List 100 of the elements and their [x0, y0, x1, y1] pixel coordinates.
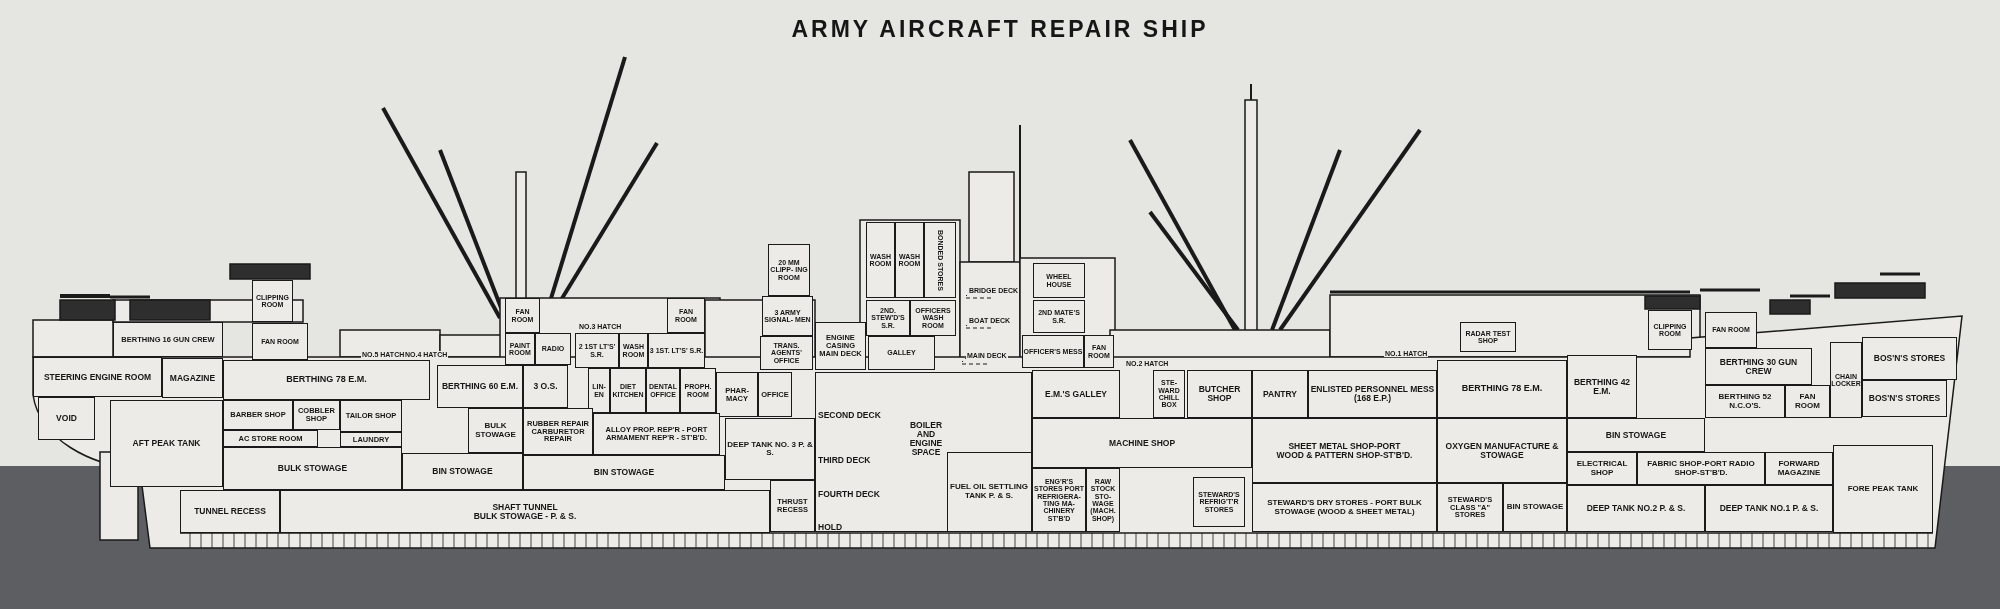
compartment — [680, 368, 716, 413]
compartment — [1765, 452, 1833, 485]
compartment — [162, 358, 223, 398]
compartment — [1833, 445, 1933, 533]
compartment — [648, 333, 705, 368]
compartment — [910, 300, 956, 336]
compartment-label: BUTCHER SHOP — [1197, 385, 1242, 403]
compartment-label: E.M.'S GALLEY — [1045, 389, 1107, 399]
compartment — [1567, 485, 1705, 532]
compartment-label: THIRD DECK — [818, 456, 871, 465]
compartment — [1032, 370, 1120, 418]
compartment — [535, 333, 571, 365]
compartment — [1705, 385, 1785, 418]
compartment — [402, 453, 523, 490]
compartment — [113, 322, 223, 357]
compartment-label: BOS'N'S STORES — [1868, 394, 1941, 403]
compartment-label: ELECTRICAL SHOP — [1575, 460, 1629, 477]
compartment — [815, 372, 1032, 532]
compartment — [505, 333, 535, 365]
compartment — [946, 451, 1032, 532]
compartment-label: BOILER AND ENGINE SPACE — [908, 421, 944, 457]
compartment — [1033, 263, 1085, 298]
compartment — [1252, 418, 1437, 483]
compartment — [1032, 468, 1086, 532]
compartment-label: DEEP TANK NO. 3 P. & S. — [726, 440, 814, 458]
compartment-label: FORWARD MAGAZINE — [1776, 460, 1822, 477]
compartment-label: FABRIC SHOP-PORT RADIO SHOP-ST'B'D. — [1646, 460, 1756, 477]
compartment — [868, 336, 935, 370]
compartment-label: BOS'N'S STORES — [1873, 354, 1946, 363]
compartment — [1503, 483, 1567, 532]
compartment-label: BULK STOWAGE - P. & S. — [473, 511, 577, 521]
compartment-label: MAGAZINE — [169, 373, 216, 383]
compartment — [523, 365, 568, 408]
compartment — [1648, 310, 1692, 350]
compartment — [1437, 418, 1567, 483]
compartment-label: BIN STOWAGE — [593, 468, 655, 477]
compartment-label: BERTHING 60 E.M. — [441, 382, 518, 391]
compartment-label: BERTHING 78 E.M. — [1461, 384, 1543, 394]
compartment — [1830, 342, 1862, 418]
compartment — [866, 222, 895, 298]
compartment — [895, 222, 924, 298]
compartment — [768, 244, 810, 296]
compartment — [575, 333, 619, 368]
compartment — [437, 365, 523, 408]
compartment — [223, 360, 430, 400]
compartment — [588, 368, 610, 413]
compartment — [38, 397, 95, 440]
compartment — [1862, 337, 1957, 380]
compartment — [1460, 322, 1516, 352]
compartment — [760, 336, 813, 370]
compartment — [523, 408, 593, 455]
compartment — [1022, 335, 1084, 368]
compartment — [610, 368, 646, 413]
compartment — [280, 490, 770, 533]
compartment — [523, 455, 725, 490]
compartment — [505, 298, 540, 333]
compartment — [110, 400, 223, 487]
compartment-label: ENLISTED PERSONNEL MESS (168 E.P.) — [1309, 385, 1436, 403]
compartment — [293, 400, 340, 430]
compartment — [1637, 452, 1765, 485]
compartment-label: STEERING ENGINE ROOM — [43, 372, 152, 382]
compartment — [1437, 483, 1503, 532]
compartment-label: STEWARD'S DRY STORES - PORT BULK STOWAGE (WOOD & SHEET METAL) — [1266, 499, 1423, 516]
compartment — [180, 490, 280, 533]
compartment-label: PANTRY — [1263, 389, 1297, 399]
compartment — [866, 300, 910, 336]
compartment-label: AFT PEAK TANK — [132, 439, 201, 448]
compartment — [725, 418, 815, 480]
compartment — [223, 447, 402, 490]
compartment — [1862, 380, 1947, 417]
compartment-label: FUEL OIL SETTLING TANK P. & S. — [949, 483, 1029, 500]
compartment-label: FAN ROOM — [1794, 393, 1821, 410]
compartment-label: BULK STOWAGE — [277, 464, 348, 473]
compartment — [1084, 335, 1114, 368]
compartment — [1567, 355, 1637, 418]
compartment — [1785, 385, 1830, 418]
compartment — [1567, 418, 1705, 452]
compartment — [924, 222, 956, 298]
compartment — [1308, 370, 1437, 418]
compartment — [340, 400, 402, 432]
compartment-label: SECOND DECK — [818, 411, 881, 420]
compartment-label: 3 O.S. — [533, 382, 558, 391]
compartment-label: BERTHING 30 GUN CREW — [1718, 357, 1799, 376]
compartment-label: FORE PEAK TANK — [1847, 484, 1919, 494]
compartment-label: BERTHING 52 N.C.O'S. — [1717, 393, 1773, 410]
compartment-label: SHEET METAL SHOP-PORT — [1288, 441, 1401, 451]
compartment — [593, 413, 720, 455]
compartment — [758, 372, 792, 417]
compartment — [646, 368, 680, 413]
compartment-label: DEEP TANK NO.2 P. & S. — [1586, 504, 1686, 513]
compartment — [33, 357, 162, 397]
compartment — [252, 323, 308, 360]
compartment-label: TUNNEL RECESS — [194, 507, 266, 516]
compartment — [667, 298, 705, 333]
compartment-label: BULK STOWAGE — [474, 422, 517, 439]
compartment-label: DEEP TANK NO.1 P. & S. — [1719, 504, 1819, 513]
compartment-label: MACHINE SHOP — [1108, 438, 1176, 448]
compartment-label: BERTHING 78 E.M. — [286, 375, 367, 385]
compartment — [1567, 452, 1637, 485]
compartment — [223, 400, 293, 430]
